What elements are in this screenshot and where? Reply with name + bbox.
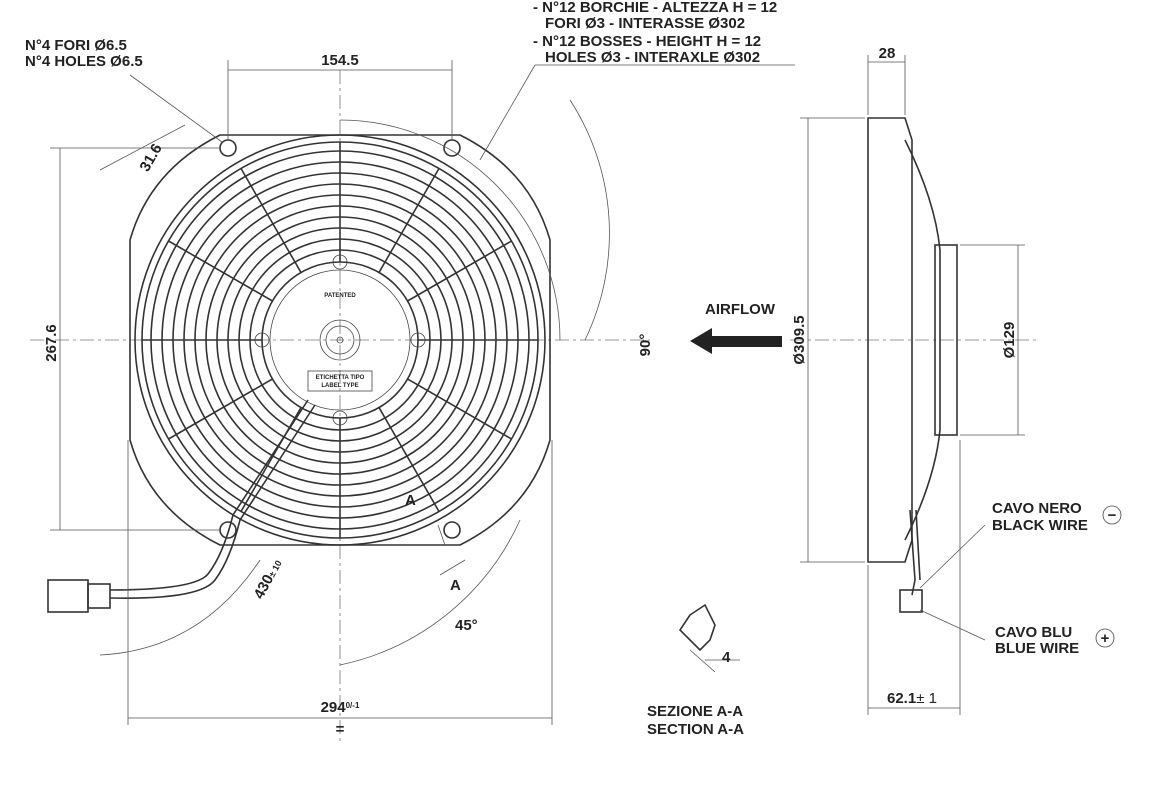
label-type-box	[307, 370, 373, 392]
holes-it-text: N°4 FORI Ø6.5	[25, 37, 127, 54]
section-a-a: 4 SEZIONE A-A SECTION A-A	[647, 603, 744, 738]
dim-height-text: 267.6	[43, 324, 60, 362]
dim-motor-text: Ø129	[1001, 322, 1018, 359]
grille-spoke	[407, 240, 512, 302]
svg-text:+: +	[1101, 630, 1110, 647]
hub-patented-text: PATENTED	[324, 293, 356, 299]
front-view: PATENTED ETICHETTA TIPO LABEL TYPE 154.5…	[25, 0, 795, 745]
bosses-en-2: HOLES Ø3 - INTERAXLE Ø302	[545, 49, 760, 66]
bosses-en-1: - N°12 BOSSES - HEIGHT H = 12	[533, 33, 761, 50]
dim-offset-text: 62.1± 1	[887, 690, 937, 707]
grille-spoke	[378, 168, 440, 273]
label-type-en: LABEL TYPE	[321, 383, 358, 389]
angle-45-text: 45°	[455, 617, 478, 634]
airflow-indicator: AIRFLOW	[690, 301, 782, 354]
holes-en-text: N°4 HOLES Ø6.5	[25, 53, 143, 70]
side-motor	[934, 244, 958, 436]
section-dim-text: 4	[722, 649, 731, 666]
fan-shroud	[129, 134, 551, 546]
dim-width-text: 2940/-1	[321, 699, 360, 716]
motor-hub	[261, 261, 419, 419]
side-view: 28 Ø309.5 Ø129 62.1± 1 CAVO NERO BLACK W…	[790, 45, 1122, 715]
connector	[47, 579, 89, 613]
blue-wire-en: BLUE WIRE	[995, 640, 1079, 657]
dim-top-text: 154.5	[321, 52, 359, 69]
airflow-text: AIRFLOW	[705, 301, 776, 318]
black-wire-en: BLACK WIRE	[992, 517, 1088, 534]
arrow-left-icon	[690, 328, 782, 354]
dim-corner-text: 31.6	[136, 141, 165, 175]
grille-spoke	[168, 240, 273, 302]
shroud-ring	[134, 134, 546, 546]
plus-icon	[1095, 628, 1115, 648]
section-title-it: SEZIONE A-A	[647, 703, 743, 720]
minus-icon	[1102, 505, 1122, 525]
bosses-it-1: - N°12 BORCHIE - ALTEZZA H = 12	[533, 0, 777, 16]
svg-text:−: −	[1108, 507, 1117, 524]
dim-diameter-text: Ø309.5	[791, 315, 808, 364]
bosses-it-2: FORI Ø3 - INTERASSE Ø302	[545, 15, 745, 32]
section-marker-bottom: A	[450, 577, 461, 594]
grille-spoke	[378, 407, 440, 512]
blue-wire-it: CAVO BLU	[995, 624, 1072, 641]
section-marker-top: A	[405, 492, 416, 509]
cable	[109, 404, 316, 599]
black-wire-it: CAVO NERO	[992, 500, 1082, 517]
grille-spoke	[168, 378, 273, 440]
symmetry-mark: =	[336, 721, 345, 738]
section-profile	[678, 603, 716, 652]
dim-cable-text: 430± 10	[251, 556, 286, 601]
grille-spoke	[407, 378, 512, 440]
grille-spoke	[240, 168, 302, 273]
dim-depth-text: 28	[879, 45, 896, 62]
angle-90-text: 90°	[637, 334, 654, 357]
section-title-en: SECTION A-A	[647, 721, 744, 738]
label-type-it: ETICHETTA TIPO	[316, 375, 365, 381]
side-connector	[899, 589, 923, 613]
